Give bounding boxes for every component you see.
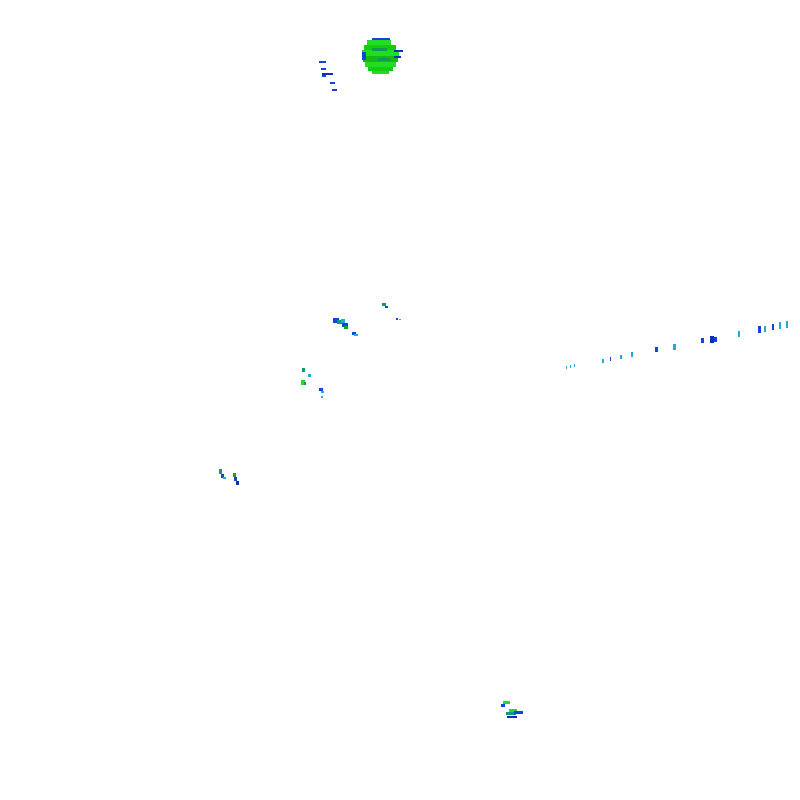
radar-streak-east [566,321,788,369]
echo-cluster-southwest [219,469,239,485]
echo-streaks-north [319,61,337,91]
echo-cluster-center [333,303,401,336]
echo-cluster-south [501,701,523,718]
echo-cell-north [362,38,403,74]
echo-cluster-west [301,368,324,398]
